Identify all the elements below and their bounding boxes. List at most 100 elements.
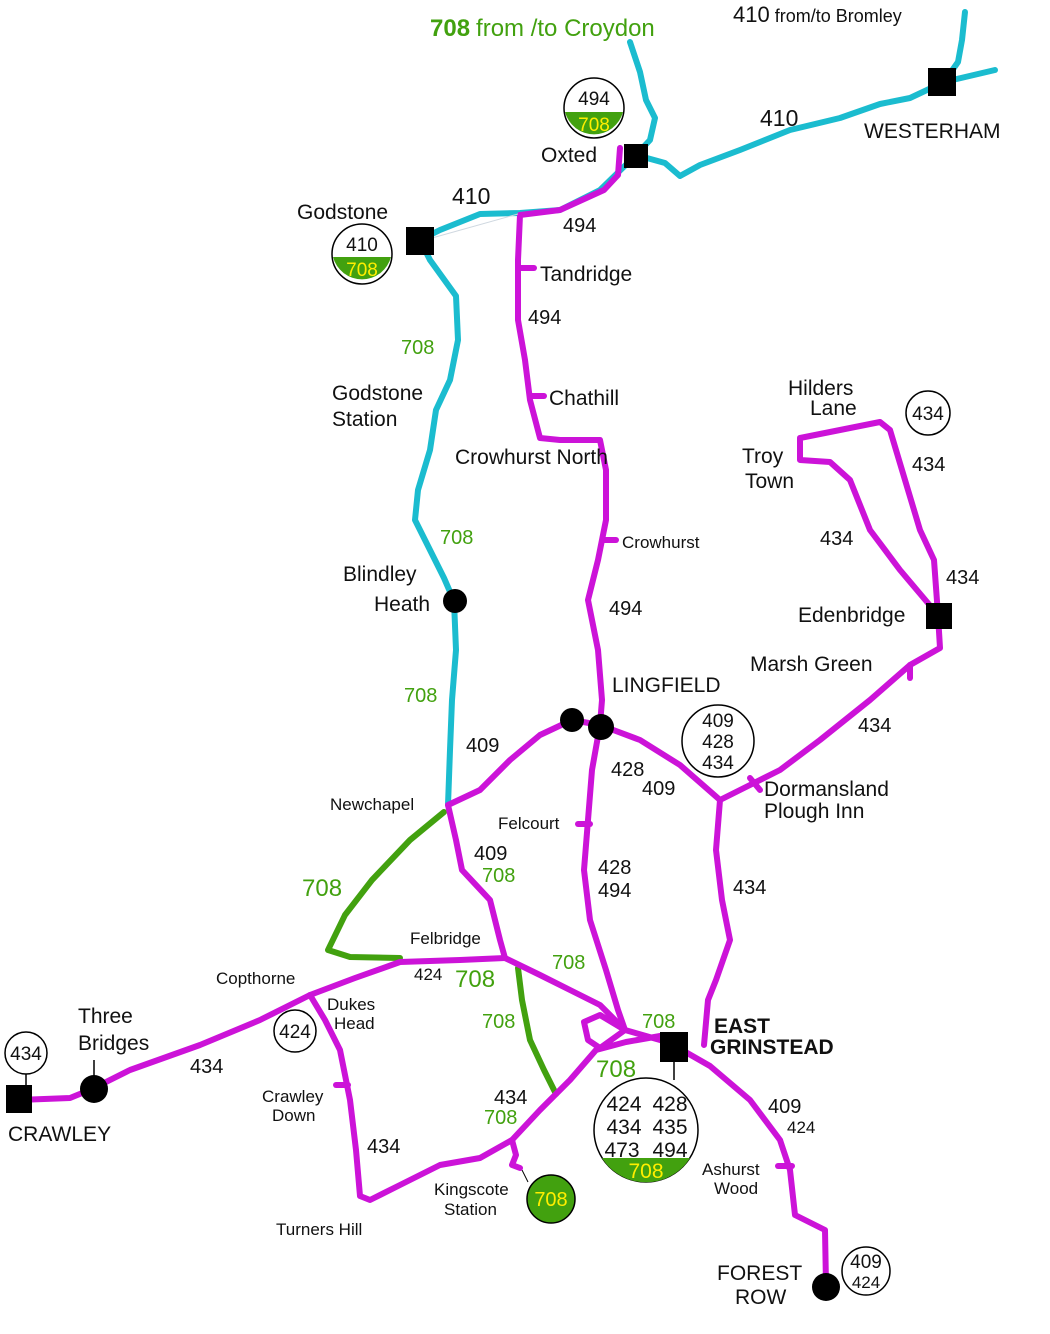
place-three-bridges-2: Bridges [78, 1032, 149, 1055]
badge-godstone: 410 708 [331, 223, 393, 285]
label-494-tandridge: 494 [528, 307, 561, 329]
badge-egr-424: 424 [606, 1093, 641, 1116]
badge-oxted-708: 708 [578, 115, 610, 136]
badge-godstone-708: 708 [346, 260, 378, 281]
place-forest-row-2: ROW [735, 1286, 787, 1309]
godstone-stop [406, 227, 434, 255]
oxted-stop [624, 144, 648, 168]
label-434-marsh: 434 [858, 715, 891, 737]
place-dormansland-2: Plough Inn [764, 800, 864, 823]
label-428-felcourt: 428 [598, 857, 631, 879]
place-forest-row-1: FOREST [717, 1262, 802, 1285]
place-dukes-head-2: Head [334, 1014, 375, 1033]
label-409-ling: 409 [642, 778, 675, 800]
badge-egr-428: 428 [652, 1093, 687, 1116]
label-708-green-big: 708 [302, 875, 342, 902]
place-edenbridge: Edenbridge [798, 604, 905, 627]
badge-edenbridge-434: 434 [912, 404, 944, 425]
route-494-oxted-crowhurst [515, 145, 623, 728]
label-424-copthorne: 424 [414, 965, 442, 984]
badge-forest-row-ring [841, 1246, 891, 1296]
westerham-stop [928, 68, 956, 96]
place-westerham: WESTERHAM [864, 120, 1001, 143]
place-three-bridges-1: Three [78, 1005, 133, 1028]
badge-kingscote-ring [526, 1174, 576, 1224]
badge-lingfield-ring [681, 704, 755, 778]
label-708-godstone: 708 [401, 337, 434, 359]
route-410-westerham-oxted [633, 79, 947, 179]
route-number-labels: 410 410 494 494 708 708 708 434 434 434 … [190, 105, 979, 1158]
badge-crawley: 434 [4, 1031, 48, 1075]
badge-crawley-434: 434 [10, 1044, 42, 1065]
badge-east-grinstead: 424 428 434 435 473 494 708 [593, 1077, 699, 1183]
place-ashurst-wood-1: Ashurst [702, 1160, 760, 1179]
label-409-felbridge: 409 [474, 843, 507, 865]
badge-godstone-410: 410 [346, 235, 378, 256]
label-494-crowhurst: 494 [609, 598, 642, 620]
badge-egr-435: 435 [652, 1116, 687, 1139]
edenbridge-stop [926, 603, 952, 629]
label-434-hilders: 434 [912, 454, 945, 476]
place-felbridge: Felbridge [410, 929, 481, 948]
badge-kingscote: 708 [526, 1174, 576, 1224]
stops [6, 68, 956, 1301]
place-crawley: CRAWLEY [8, 1123, 111, 1146]
badge-lingfield: 409 428 434 [681, 704, 755, 778]
badge-edenbridge: 434 [905, 390, 951, 436]
route-409-newchapel-felbridge [445, 802, 678, 1049]
route-434-dukes-turners [307, 992, 663, 1203]
label-494-oxted: 494 [563, 215, 596, 237]
place-blindley-heath-2: Heath [374, 593, 430, 616]
place-dormansland-1: Dormansland [764, 778, 889, 801]
badge-egr-473: 473 [604, 1139, 639, 1162]
place-kingscote-1: Kingscote [434, 1180, 509, 1199]
label-424-ashurst: 424 [787, 1118, 815, 1137]
place-newchapel: Newchapel [330, 795, 414, 814]
label-494-felcourt: 494 [598, 880, 631, 902]
label-708-blindley-n: 708 [440, 527, 473, 549]
badge-lingfield-409: 409 [702, 711, 734, 732]
badge-kingscote-708: 708 [534, 1189, 567, 1211]
place-crawley-down-2: Down [272, 1106, 315, 1125]
forest-row-stop [812, 1273, 840, 1301]
place-east-grinstead-1: EAST [714, 1015, 770, 1038]
place-tandridge: Tandridge [540, 263, 632, 286]
route-428-lingfield-egr [581, 722, 628, 1033]
route-708-godstone-newchapel [412, 237, 461, 808]
label-410-godstone: 410 [452, 183, 490, 209]
route-708-newchapel-copthorne [325, 809, 447, 961]
lingfield-stop [588, 714, 614, 740]
label-434-three: 434 [190, 1056, 223, 1078]
place-marsh-green: Marsh Green [750, 653, 873, 676]
badge-oxted-fill [565, 112, 623, 135]
badge-lingfield-434: 434 [702, 753, 734, 774]
place-east-grinstead-2: GRINSTEAD [710, 1036, 834, 1059]
route-708-croydon-line [627, 39, 658, 158]
badge-forest-row: 409 424 [841, 1246, 891, 1296]
egr-town-loop [581, 1012, 628, 1051]
badge-egr-434: 434 [606, 1116, 641, 1139]
place-ashurst-wood-2: Wood [714, 1179, 758, 1198]
place-hilders-lane-2: Lane [810, 397, 857, 420]
kingscote-spur [509, 1137, 523, 1171]
route-708-cyan [412, 39, 658, 808]
place-labels: WESTERHAM Oxted Godstone Tandridge Chath… [8, 120, 1001, 1309]
label-409-newchapel: 409 [466, 735, 499, 757]
label-708-egr-s: 708 [596, 1056, 636, 1083]
kingscote-leader [521, 1169, 529, 1183]
label-708-copthorne: 708 [455, 966, 495, 993]
badge-oxted-494: 494 [578, 89, 610, 110]
route-409-newchapel-lingfield [445, 717, 603, 808]
route-magenta-network [15, 145, 943, 1288]
badge-forest-row-424: 424 [852, 1273, 880, 1292]
badge-edenbridge-ring [905, 390, 951, 436]
east-grinstead-stop [660, 1032, 688, 1062]
crawley-stop [6, 1085, 32, 1113]
place-crowhurst-north: Crowhurst North [455, 446, 608, 469]
badge-dukes-head-ring [273, 1009, 317, 1053]
route-428-lingfield-dormansland [597, 722, 723, 803]
blindley-heath-stop [443, 589, 467, 613]
badge-egr-494: 494 [652, 1139, 687, 1162]
